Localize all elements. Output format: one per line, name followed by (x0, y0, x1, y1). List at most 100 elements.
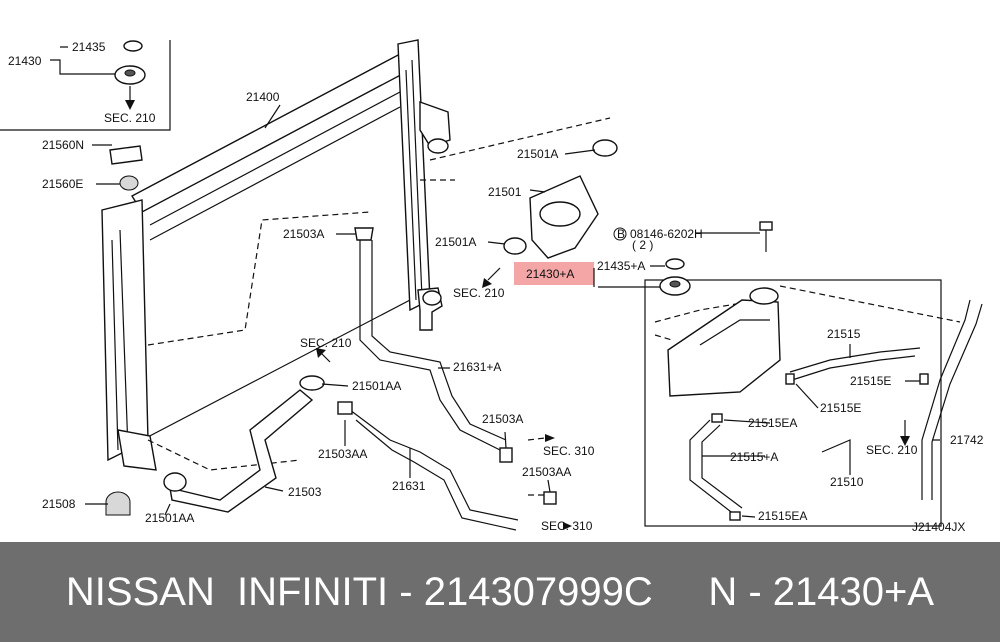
label-21400: 21400 (246, 90, 280, 104)
label-21430a: 21430+A (526, 267, 574, 281)
label-bolt-marker: B (617, 227, 625, 241)
leader-21400 (264, 104, 281, 129)
arrow-sec310-2-icon (563, 522, 572, 530)
inset-leader (50, 46, 118, 75)
label-sec210-inset: SEC. 210 (104, 111, 156, 125)
label-21503aa-2: 21503AA (522, 465, 571, 479)
down-arrow-icon (125, 100, 135, 110)
dash-leader-4 (654, 299, 761, 341)
highlight-21430a (514, 262, 594, 285)
dash-leader-1 (147, 211, 371, 346)
parts-diagram: 21430 21435 SEC. 210 21400 21560N 21560E… (0, 39, 984, 534)
label-21560e: 21560E (42, 177, 83, 191)
clip-21503aa-2 (543, 491, 557, 505)
label-21510: 21510 (830, 475, 864, 489)
leader-lower (164, 367, 551, 516)
radiator-top-tank (131, 53, 411, 213)
leader-reservoir (723, 344, 920, 424)
label-21742: 21742 (950, 433, 984, 447)
arrow-sec210-mid-icon (482, 278, 492, 288)
clip-21515ea-2 (729, 511, 741, 521)
footer-bar: NISSAN INFINITI - 214307999C N - 21430+A (0, 542, 1000, 642)
label-reference: J21404JX (912, 520, 965, 534)
radiator-left-tank (101, 199, 149, 462)
clamp-21501aa-2 (163, 472, 187, 492)
hose-21515-b (791, 355, 916, 381)
label-08146-6202h: 08146-6202H (630, 227, 703, 241)
radiator-core-lines (149, 91, 401, 241)
hose-21515-a (789, 347, 921, 373)
mount-21560e (119, 175, 139, 191)
label-sec210-right: SEC. 210 (866, 443, 918, 457)
label-21503a-2: 21503A (482, 412, 523, 426)
reservoir-tank-21510 (667, 299, 781, 397)
left-tank-fins (111, 229, 129, 451)
leader-cap (598, 232, 760, 288)
label-21515e-2: 21515E (820, 401, 861, 415)
lower-outlet-mouth (422, 290, 442, 306)
label-sec210-mid: SEC. 210 (453, 286, 505, 300)
label-21515ea-1: 21515EA (748, 416, 797, 430)
clamp-21501a (503, 237, 527, 255)
label-21435a: 21435+A (597, 259, 645, 273)
label-21560n: 21560N (42, 138, 84, 152)
hose-21515a-b (701, 424, 743, 509)
bolt-08146-icon (759, 221, 773, 231)
upper-hose-mouth (539, 201, 581, 227)
dash-leader-5 (779, 285, 961, 323)
reservoir-cap (749, 287, 779, 305)
hose-21742-a (921, 299, 971, 500)
dash-leader-6 (527, 437, 548, 496)
reservoir-detail (699, 319, 770, 346)
hose-21631-b (355, 419, 517, 531)
label-21508: 21508 (42, 497, 76, 511)
right-tank-fins (405, 59, 423, 301)
reservoir-frame (644, 279, 942, 527)
cap-21430-center (124, 69, 136, 77)
label-21501a: 21501A (435, 235, 476, 249)
label-21515: 21515 (827, 327, 861, 341)
arrow-sec210-mid-shaft (487, 267, 501, 281)
radiator-drain (117, 429, 157, 471)
mount-21560n (109, 145, 143, 165)
label-21501a-top: 21501A (517, 147, 558, 161)
label-21501: 21501 (488, 185, 522, 199)
label-21503a-1: 21503A (283, 227, 324, 241)
clamp-21501a-top (592, 139, 618, 157)
radiator-right-tank (397, 39, 431, 312)
dash-leader-2 (420, 117, 611, 181)
footer-part-number: NISSAN INFINITI - 214307999C N - 21430+A (65, 570, 935, 614)
hose-21515a-a (689, 419, 736, 516)
clip-21503aa-1 (337, 401, 353, 415)
hose-21631-a (349, 409, 519, 521)
label-21435: 21435 (72, 40, 106, 54)
clip-21503a-1 (354, 227, 374, 241)
label-sec210-left: SEC. 210 (300, 336, 352, 350)
leader-mounts (85, 144, 120, 505)
label-21515e-1: 21515E (850, 374, 891, 388)
cap-21430a-center (669, 280, 681, 288)
label-21503: 21503 (288, 485, 322, 499)
label-21515a: 21515+A (730, 450, 778, 464)
inset-frame (0, 40, 171, 131)
down-arrow-icon (900, 436, 910, 446)
clip-21503a-2 (499, 447, 513, 463)
clip-21515e-2 (785, 373, 795, 385)
clip-21515ea-1 (711, 413, 723, 423)
upper-outlet-mouth (427, 138, 449, 154)
clip-21515e-1 (919, 373, 929, 385)
leader-lower-reservoir (702, 439, 940, 518)
hose-21631a-b (371, 240, 507, 441)
seal-21435-icon (123, 40, 143, 52)
leader-upper (336, 149, 596, 245)
seal-21435a-icon (665, 258, 685, 270)
label-21631a: 21631+A (453, 360, 501, 374)
clamp-21501aa-1 (299, 375, 325, 391)
hose-21631a-a (359, 240, 501, 451)
diagram-drawing: 21430 21435 SEC. 210 21400 21560N 21560E… (0, 39, 984, 534)
label-sec310-2: SEC. 310 (541, 519, 593, 533)
hose-21742-b (931, 303, 983, 500)
arrow-sec210-left-icon (316, 348, 326, 358)
arrow-sec310-1-icon (545, 434, 555, 442)
label-21631: 21631 (392, 479, 426, 493)
